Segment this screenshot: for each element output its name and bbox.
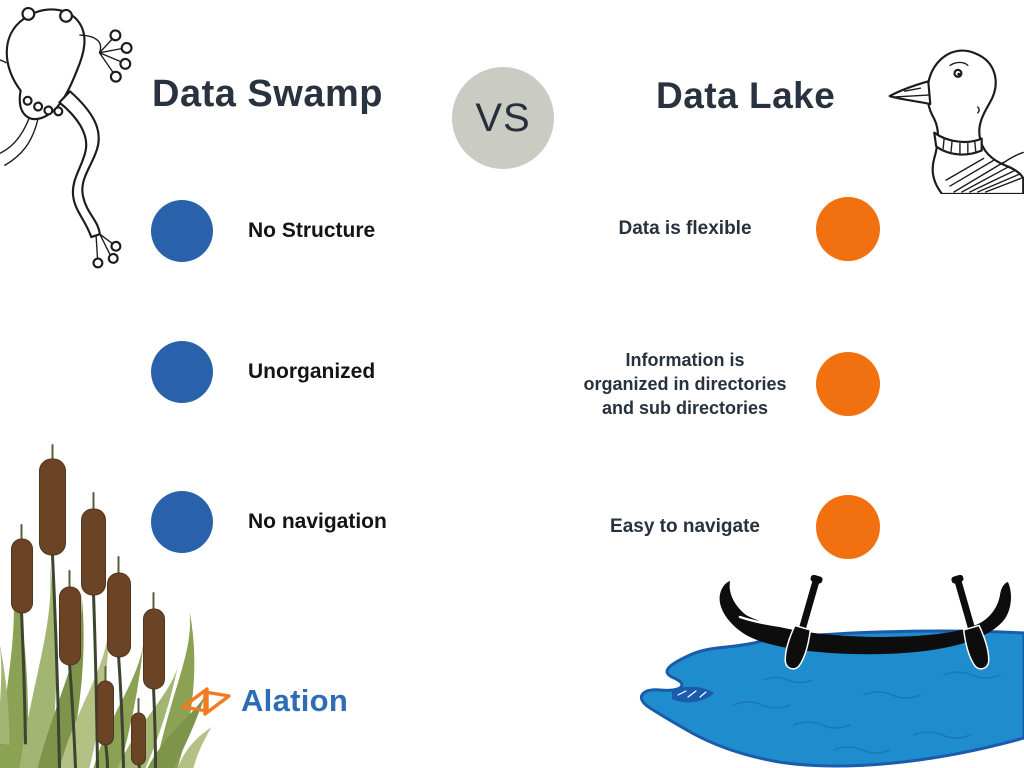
left-item-row: No navigation [151, 491, 387, 553]
right-item-label: Data is flexible [618, 218, 752, 240]
right-title: Data Lake [656, 75, 836, 116]
cattails-illustration [0, 443, 214, 768]
frog-icon [0, 6, 133, 269]
vs-badge: VS [452, 67, 554, 169]
left-item-label: Unorganized [248, 360, 376, 383]
blue-bullet-icon [151, 341, 213, 403]
orange-bullet-icon [816, 352, 880, 416]
vs-label: VS [475, 95, 531, 140]
frog-illustration [0, 0, 158, 279]
loon-illustration [884, 16, 1024, 194]
cattails-icon [0, 444, 212, 768]
left-item-label: No Structure [248, 219, 376, 242]
alation-bowtie-icon [181, 686, 231, 716]
left-item-row: No Structure [151, 200, 375, 262]
left-item-row: Unorganized [151, 341, 375, 403]
alation-logo-text: Alation [241, 683, 349, 718]
right-item-label: Information is organized in directories … [583, 349, 787, 419]
canoe-lake-illustration [614, 575, 1024, 768]
alation-logo: Alation [180, 683, 348, 719]
orange-bullet-icon [816, 197, 880, 261]
right-item-label: Easy to navigate [610, 516, 760, 538]
loon-icon [888, 49, 1024, 194]
orange-bullet-icon [816, 495, 880, 559]
left-item-label: No navigation [248, 510, 387, 533]
blue-bullet-icon [151, 491, 213, 553]
blue-bullet-icon [151, 200, 213, 262]
left-title: Data Swamp [152, 73, 383, 115]
paddle-icon [951, 575, 990, 670]
canoe-lake-icon [639, 575, 1024, 768]
paddle-icon [784, 575, 823, 670]
